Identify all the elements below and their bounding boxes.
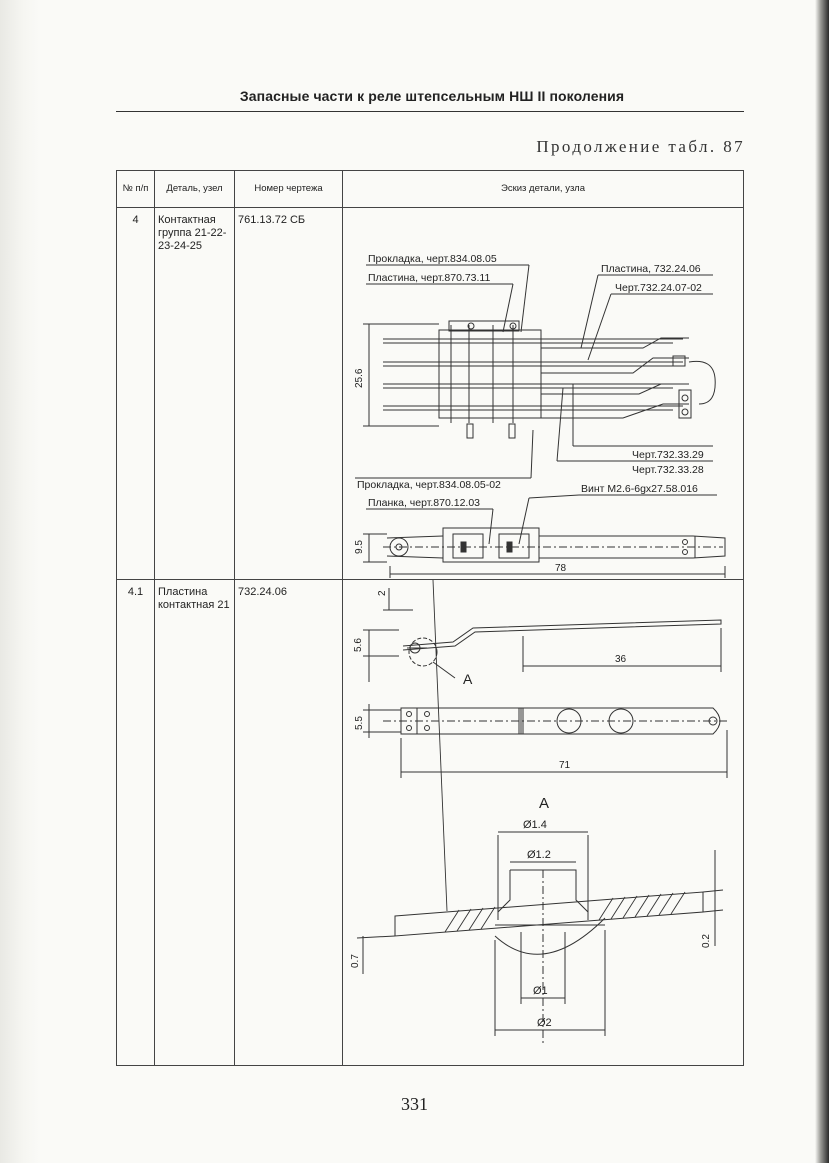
column-header-number: № п/п — [116, 170, 155, 208]
callout-label: Планка, черт.870.12.03 — [368, 497, 480, 509]
callout-label: Пластина, 732.24.06 — [601, 263, 701, 275]
callout-label: Пластина, черт.870.73.11 — [368, 272, 490, 284]
row-number: 4.1 — [127, 586, 144, 598]
dimension-label: 25.6 — [354, 368, 365, 388]
spare-parts-table: № п/п Деталь, узел Номер чертежа Эскиз д… — [116, 170, 744, 1066]
row-part-name: Пластина контактная 21 — [158, 586, 230, 611]
dimension-label: 78 — [555, 563, 567, 574]
dimension-label: 36 — [615, 654, 627, 665]
detail-view-title: A — [539, 795, 549, 812]
table-row: 4 Контактная группа 21-22-23-24-25 761.1… — [116, 207, 744, 580]
dimension-label: 0.2 — [701, 934, 712, 948]
dimension-label: 0.7 — [350, 954, 361, 968]
column-header-part: Деталь, узел — [154, 170, 235, 208]
dimension-label: Ø1.2 — [527, 849, 551, 861]
row-number: 4 — [132, 214, 139, 226]
table-header-row: № п/п Деталь, узел Номер чертежа Эскиз д… — [116, 170, 744, 208]
dimension-label: Ø1 — [533, 985, 548, 997]
contact-group-sketch: Прокладка, черт.834.08.05 Пластина, черт… — [354, 253, 726, 578]
dimension-label: 2 — [377, 590, 388, 596]
table-row: 4.1 Пластина контактная 21 732.24.06 2 5… — [116, 579, 744, 1066]
column-header-drawing: Номер чертежа — [234, 170, 343, 208]
table-continuation-caption: Продолжение табл. 87 — [536, 137, 745, 156]
dimension-label: 71 — [559, 760, 571, 771]
scan-right-edge — [815, 0, 829, 1163]
dimension-label: 9.5 — [354, 540, 365, 554]
page-header-title: Запасные части к реле штепсельным НШ II … — [239, 88, 625, 104]
row-drawing-number: 732.24.06 — [238, 586, 287, 598]
callout-label: Черт.732.24.07-02 — [615, 282, 702, 294]
scan-left-edge — [0, 0, 40, 1163]
callout-label: Винт М2.6-6gx27.58.016 — [581, 483, 698, 495]
callout-label: Черт.732.33.28 — [632, 464, 704, 476]
dimension-label: Ø2 — [537, 1017, 552, 1029]
row-part-name: Контактная группа 21-22-23-24-25 — [158, 214, 227, 252]
contact-plate-sketch: 2 5.6 36 A — [350, 580, 728, 1045]
callout-label: Прокладка, черт.834.08.05-02 — [357, 479, 501, 491]
view-marker: A — [463, 671, 473, 687]
callout-label: Черт.732.33.29 — [632, 449, 704, 461]
dimension-label: 5.5 — [354, 716, 365, 730]
row-drawing-number: 761.13.72 СБ — [238, 214, 306, 226]
dimension-label: Ø1.4 — [523, 819, 547, 831]
dimension-label: 5.6 — [353, 638, 364, 652]
page-number: 331 — [401, 1094, 428, 1114]
column-header-sketch: Эскиз детали, узла — [342, 170, 744, 208]
callout-label: Прокладка, черт.834.08.05 — [368, 253, 497, 265]
header-divider — [116, 111, 744, 112]
